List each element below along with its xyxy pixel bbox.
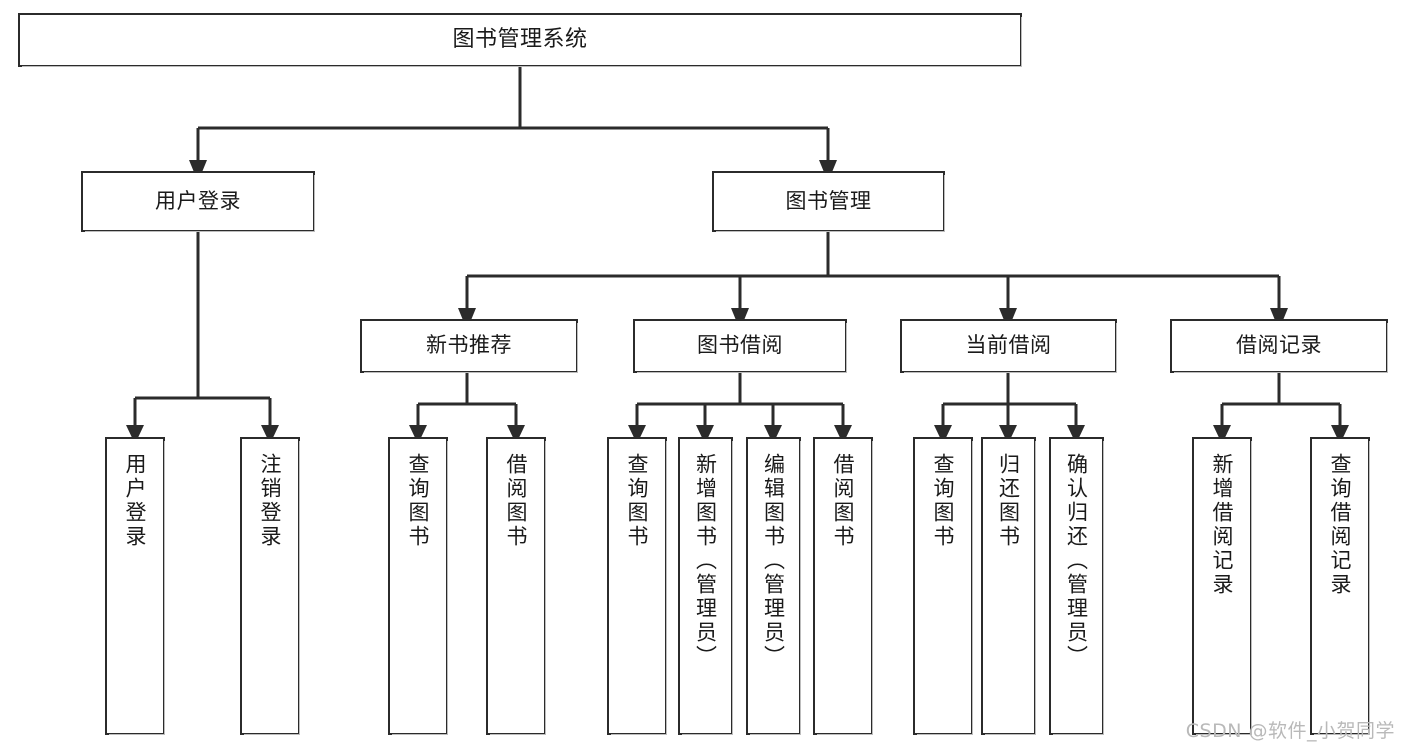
leaf-add-book-admin[interactable]: 新增图书（管理员）: [678, 437, 733, 735]
node-label: 查询借阅记录: [1328, 453, 1353, 597]
node-label: 注销登录: [258, 453, 283, 549]
node-label: 编辑图书（管理员）: [761, 453, 786, 669]
node-book-borrow[interactable]: 图书借阅: [633, 319, 847, 373]
node-label: 图书借阅: [697, 333, 783, 358]
node-current-borrow[interactable]: 当前借阅: [900, 319, 1117, 373]
node-root-system[interactable]: 图书管理系统: [18, 13, 1022, 67]
node-label: 归还图书: [996, 453, 1021, 549]
leaf-recommend-borrow-book[interactable]: 借阅图书: [486, 437, 546, 735]
node-book-management[interactable]: 图书管理: [712, 171, 945, 232]
node-label: 新增图书（管理员）: [693, 453, 718, 669]
node-label: 新书推荐: [426, 333, 512, 358]
leaf-borrow-query-book[interactable]: 查询图书: [607, 437, 667, 735]
node-label: 借阅记录: [1236, 333, 1322, 358]
node-label: 当前借阅: [965, 333, 1052, 358]
leaf-query-borrow-record[interactable]: 查询借阅记录: [1310, 437, 1370, 735]
leaf-user-login[interactable]: 用户登录: [105, 437, 165, 735]
node-label: 图书管理: [785, 188, 872, 213]
node-label: 用户登录: [123, 453, 148, 549]
node-label: 确认归还（管理员）: [1064, 453, 1089, 669]
node-label: 用户登录: [155, 188, 241, 213]
leaf-logout[interactable]: 注销登录: [240, 437, 300, 735]
leaf-add-borrow-record[interactable]: 新增借阅记录: [1192, 437, 1252, 735]
node-label: 图书管理系统: [452, 26, 588, 52]
node-label: 借阅图书: [831, 453, 856, 549]
node-borrow-record[interactable]: 借阅记录: [1170, 319, 1388, 373]
leaf-confirm-return-admin[interactable]: 确认归还（管理员）: [1049, 437, 1104, 735]
leaf-borrow-book[interactable]: 借阅图书: [813, 437, 873, 735]
leaf-return-book[interactable]: 归还图书: [981, 437, 1036, 735]
csdn-watermark: CSDN @软件_小贺同学: [1185, 720, 1395, 742]
node-label: 查询图书: [931, 453, 956, 549]
node-label: 查询图书: [625, 453, 650, 549]
node-user-login[interactable]: 用户登录: [81, 171, 315, 232]
leaf-recommend-query-book[interactable]: 查询图书: [388, 437, 448, 735]
node-label: 查询图书: [406, 453, 431, 549]
node-label: 借阅图书: [504, 453, 529, 549]
leaf-current-query-book[interactable]: 查询图书: [913, 437, 973, 735]
node-new-book-recommend[interactable]: 新书推荐: [360, 319, 578, 373]
leaf-edit-book-admin[interactable]: 编辑图书（管理员）: [746, 437, 801, 735]
node-label: 新增借阅记录: [1210, 453, 1235, 597]
